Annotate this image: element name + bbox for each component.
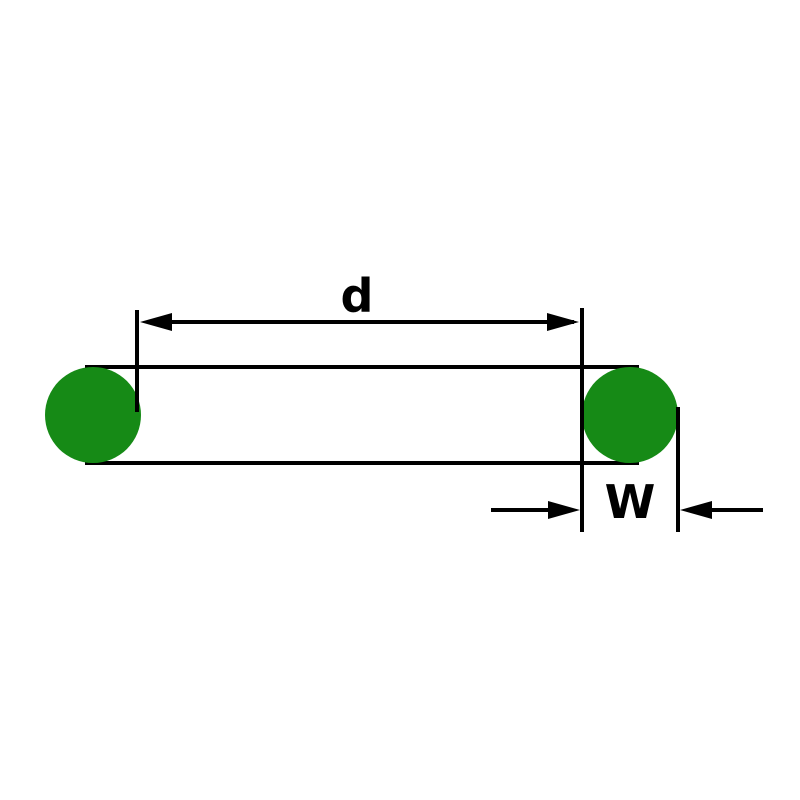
w-arrowhead-right-icon <box>680 501 712 519</box>
oring-left-cross-section <box>45 367 141 463</box>
cross-section-width-label: W <box>605 475 656 529</box>
d-arrowhead-right-icon <box>547 313 579 331</box>
oring-right-cross-section <box>582 367 678 463</box>
d-arrowhead-left-icon <box>140 313 172 331</box>
w-arrowhead-left-icon <box>548 501 580 519</box>
inner-diameter-label: d <box>341 269 374 323</box>
